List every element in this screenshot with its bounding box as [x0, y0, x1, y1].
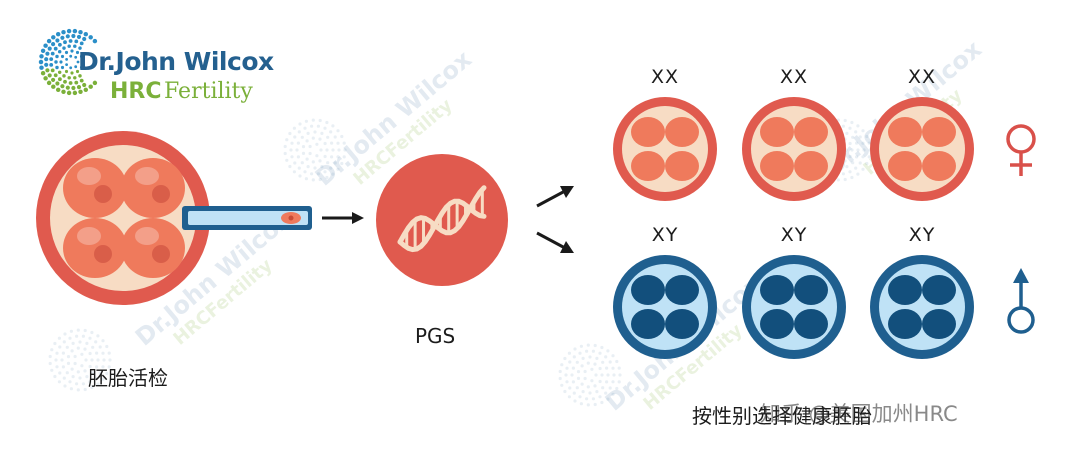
embryo-cell [665, 151, 699, 181]
embryo-cell [760, 117, 794, 147]
embryo-cell [888, 117, 922, 147]
embryo-cell [922, 275, 956, 305]
logo-dots-icon [38, 28, 98, 96]
embryo-cell [665, 117, 699, 147]
chromosome-label-female: XX [779, 66, 809, 88]
embryo-cell [922, 309, 956, 339]
logo-fertility: Fertility [164, 79, 253, 104]
male-symbol-icon [1007, 268, 1035, 334]
embryo-cell [121, 158, 185, 218]
embryo-cell [63, 218, 127, 278]
source-caption: 知乎 @美国加州HRC [760, 402, 958, 426]
embryo-cell [121, 218, 185, 278]
female-embryo-row [613, 97, 974, 201]
embryo-cell [631, 309, 665, 339]
male-embryo [870, 255, 974, 359]
pgs-dna-icon [376, 154, 508, 286]
female-embryo [870, 97, 974, 201]
male-embryo-row [613, 255, 974, 359]
embryo-cell [794, 309, 828, 339]
embryo-cell [631, 151, 665, 181]
chromosome-label-female: XX [907, 66, 937, 88]
embryo-cell [665, 275, 699, 305]
embryo-cell [794, 275, 828, 305]
arrow-right-icon [322, 212, 364, 224]
pgs-label: PGS [415, 324, 456, 348]
embryo-cell [888, 309, 922, 339]
embryo-cell [760, 275, 794, 305]
embryo-cell [665, 309, 699, 339]
biopsy-pipette-icon [182, 206, 312, 230]
male-embryo [613, 255, 717, 359]
female-embryo [742, 97, 846, 201]
biopsy-label: 胚胎活检 [88, 366, 168, 390]
embryo-cell [631, 275, 665, 305]
embryo-cell [922, 151, 956, 181]
logo-hrc: HRC [110, 79, 162, 104]
embryo-cell [888, 275, 922, 305]
chromosome-label-female: XX [650, 66, 680, 88]
embryo-cell [631, 117, 665, 147]
embryo-cell [888, 151, 922, 181]
embryo-cell [794, 151, 828, 181]
branch-arrows [536, 186, 574, 253]
embryo-cell [922, 117, 956, 147]
select-label: 按性别选择健康胚胎 [692, 404, 872, 428]
chromosome-label-male: XY [651, 224, 679, 246]
logo-name: Dr.John Wilcox [78, 47, 274, 76]
chromosome-label-male: XY [908, 224, 936, 246]
embryo-cell [760, 151, 794, 181]
female-symbol-icon [1006, 124, 1036, 176]
chromosome-label-male: XY [780, 224, 808, 246]
embryo-cell [760, 309, 794, 339]
biopsy-embryo [36, 131, 210, 305]
female-embryo [613, 97, 717, 201]
embryo-cell [794, 117, 828, 147]
embryo-cell [63, 158, 127, 218]
male-embryo [742, 255, 846, 359]
